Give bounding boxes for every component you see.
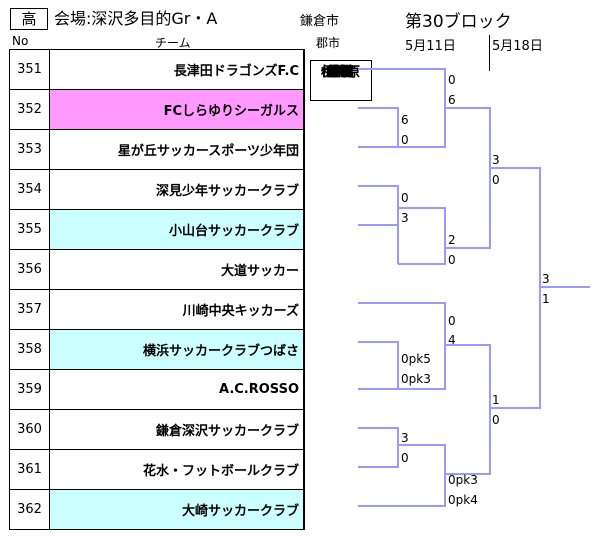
match-score: 0	[492, 173, 500, 187]
team-name: 大崎サッカークラブ	[49, 489, 304, 530]
team-city: 横浜	[309, 59, 372, 101]
team-name: 鎌倉深沢サッカークラブ	[49, 409, 304, 450]
match-score: 0	[448, 73, 456, 87]
bracket-line-semi-bottom	[445, 344, 491, 475]
match-score: 1	[542, 292, 550, 306]
bracket-line-360-361	[358, 427, 399, 468]
match-score: 0pk3	[448, 473, 478, 487]
team-number: 357	[9, 289, 50, 330]
team-number: 358	[9, 329, 50, 370]
match-score: 0	[401, 191, 409, 205]
block-title: 第30ブロック	[405, 12, 512, 32]
team-name: 小山台サッカークラブ	[49, 209, 304, 250]
match-score: 0pk3	[401, 372, 431, 386]
level-badge: 高	[10, 8, 48, 30]
match-score: 6	[401, 113, 409, 127]
date-divider	[489, 35, 490, 71]
team-number: 356	[9, 249, 50, 290]
bracket-line-352-353	[358, 107, 399, 147]
bracket-line-final	[490, 167, 541, 409]
column-header-team: チーム	[155, 36, 191, 50]
column-header-city: 郡市	[316, 36, 341, 50]
team-name: 深見少年サッカークラブ	[49, 169, 304, 210]
team-name: 横浜サッカークラブつばさ	[49, 329, 304, 370]
team-name: 川崎中央キッカーズ	[49, 289, 304, 330]
column-header-no: No	[12, 34, 29, 48]
match-score: 3	[492, 153, 500, 167]
match-score: 0pk5	[401, 352, 431, 366]
team-number: 360	[9, 409, 50, 450]
match-score: 0	[492, 413, 500, 427]
team-number: 362	[9, 489, 50, 530]
match-score: 0	[448, 314, 456, 328]
team-name: A.C.ROSSO	[49, 369, 304, 410]
match-score: 3	[401, 431, 409, 445]
team-name: 花水・フットボールクラブ	[49, 449, 304, 490]
bracket-line-q2	[398, 207, 446, 265]
match-score: 1	[492, 393, 500, 407]
round1-date: 5月11日	[405, 39, 456, 54]
match-score: 6	[448, 93, 456, 107]
team-name: FCしらゆりシーガルス	[49, 89, 304, 130]
round2-date: 5月18日	[492, 39, 543, 54]
team-name: 長津田ドラゴンズF.C	[49, 49, 304, 90]
team-number: 354	[9, 169, 50, 210]
bracket-line-362	[358, 444, 446, 507]
match-score: 0	[448, 253, 456, 267]
bracket-line-semi-top	[445, 107, 491, 249]
team-number: 353	[9, 129, 50, 170]
team-name: 大道サッカー	[49, 249, 304, 290]
team-number: 351	[9, 49, 50, 90]
match-score: 0pk4	[448, 493, 478, 507]
match-score: 2	[448, 233, 456, 247]
venue-title: 会場:深沢多目的Gr・A	[54, 9, 218, 28]
team-name: 星が丘サッカースポーツ少年団	[49, 129, 304, 170]
bracket-line-358-359	[358, 341, 399, 390]
match-score: 0	[401, 451, 409, 465]
host-city: 鎌倉市	[300, 14, 340, 29]
team-number: 355	[9, 209, 50, 250]
match-score: 3	[401, 211, 409, 225]
match-score: 0	[401, 133, 409, 147]
bracket-line-354-356	[358, 185, 399, 264]
match-score: 4	[448, 333, 456, 347]
match-score: 3	[542, 272, 550, 286]
